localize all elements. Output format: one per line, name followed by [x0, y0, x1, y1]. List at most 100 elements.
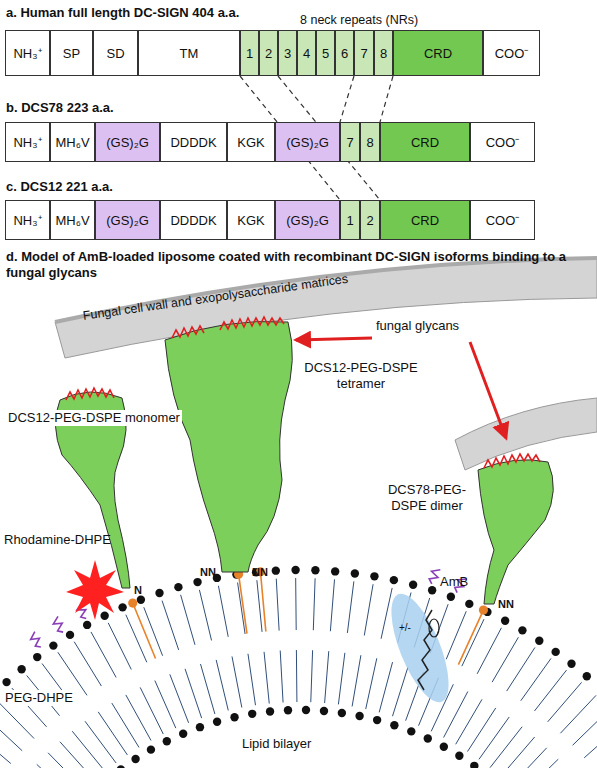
lipid-tail — [366, 658, 377, 709]
lipid-tail — [248, 654, 256, 705]
lipid-head — [455, 752, 463, 760]
sequence-segment: MH₆V — [50, 122, 95, 162]
terminus-label: N — [134, 584, 148, 597]
lipid-head — [174, 583, 182, 591]
amb-molecule — [380, 587, 461, 710]
sequence-segment: DDDDK — [160, 200, 227, 240]
segment-label: COO⁻ — [486, 211, 520, 229]
lipid-tail — [313, 578, 315, 630]
lipid-head — [355, 712, 363, 720]
lipid-head — [351, 569, 359, 577]
lipid-head — [302, 706, 310, 714]
lipid-head — [196, 723, 204, 731]
segment-label: NH₃⁺ — [13, 44, 41, 62]
lipid-tail — [595, 738, 597, 768]
lipid-head — [49, 641, 57, 649]
segment-label: NH₃⁺ — [13, 211, 41, 229]
lipid-head — [390, 721, 398, 729]
lipid-head — [518, 626, 526, 634]
lipid-head — [583, 672, 591, 680]
lipid-tail — [216, 660, 228, 711]
lipid-tail — [58, 652, 87, 695]
lipid-tail — [507, 647, 535, 691]
lipid-tail — [48, 753, 84, 768]
segment-label: DDDDK — [170, 213, 216, 228]
lipid-head — [213, 717, 221, 725]
lipid-head — [551, 648, 559, 656]
sequence-segment: (GS)₂G — [95, 122, 160, 162]
lipid-tail — [296, 650, 298, 702]
lipid-tail — [364, 584, 373, 635]
lipid-head — [272, 566, 280, 574]
sequence-segment: COO⁻ — [470, 200, 535, 240]
lipid-tail — [381, 588, 392, 639]
segment-label: 8 — [380, 46, 387, 61]
dashed-connector — [380, 76, 393, 122]
sequence-segment: SP — [50, 30, 93, 76]
lipid-tail — [468, 708, 496, 752]
sequence-segment: (GS)₂G — [275, 200, 340, 240]
pointer-arrow — [296, 338, 372, 340]
lipid-tail — [170, 674, 189, 722]
segment-label: CRD — [424, 46, 452, 61]
lipid-tail — [392, 667, 408, 717]
segment-label: 8 — [366, 135, 373, 150]
sequence-segment: COO⁻ — [470, 122, 535, 162]
segment-label: SP — [63, 46, 80, 61]
sequence-segment: DDDDK — [160, 122, 227, 162]
sequence-segment: MH₆V — [50, 200, 95, 240]
lipid-label: Rhodamine-DHPE — [4, 532, 124, 548]
lipid-tail — [584, 723, 597, 758]
lipid-tail — [185, 669, 202, 718]
lipid-head — [163, 737, 171, 745]
segment-label: 1 — [346, 213, 353, 228]
segment-label: KGK — [237, 135, 264, 150]
lipid-head — [320, 707, 328, 715]
lipid-head — [147, 745, 155, 753]
lipid-tail — [479, 717, 509, 759]
lipid-tail — [60, 742, 95, 768]
sequence-segment: NH₃⁺ — [5, 122, 50, 162]
lipid-tail — [264, 652, 269, 704]
segment-label: MH₆V — [55, 135, 89, 150]
sequence-segment: 1 — [240, 30, 259, 76]
drug-label: AmB — [440, 574, 480, 590]
charge-label: +/- — [399, 622, 429, 634]
lipid-head — [2, 678, 10, 686]
sequence-segment: TM — [138, 30, 240, 76]
segment-label: (GS)₂G — [106, 213, 149, 228]
lipid-tail — [573, 709, 597, 745]
sequence-segment: 5 — [316, 30, 335, 76]
lipid-tail — [91, 632, 116, 678]
lipid-head — [535, 637, 543, 645]
segment-label: 7 — [360, 46, 367, 61]
sequence-segment: CRD — [380, 200, 470, 240]
segment-label: 4 — [303, 46, 310, 61]
lipid-head — [407, 727, 415, 735]
lipid-head — [331, 567, 339, 575]
peg-chain — [53, 616, 63, 632]
lipid-head — [284, 706, 292, 714]
pointer-arrow — [470, 342, 506, 438]
lipid-head — [465, 600, 473, 608]
dspe-tail — [260, 572, 265, 632]
lipid-head — [470, 762, 478, 768]
sequence-segment: CRD — [393, 30, 483, 76]
segment-label: NH₃⁺ — [13, 133, 41, 151]
sequence-segment: 7 — [354, 30, 374, 76]
lipid-head — [248, 710, 256, 718]
lipid-tail — [462, 619, 484, 666]
lipid-tail — [199, 590, 211, 641]
lipid-tail — [155, 681, 176, 729]
lipid-tail — [379, 662, 392, 712]
fungal-wall — [55, 258, 597, 358]
lipid-tail — [37, 764, 75, 768]
segment-label: 1 — [246, 46, 253, 61]
lipid-head — [117, 765, 125, 768]
segment-label: 6 — [341, 46, 348, 61]
lipid-head — [409, 581, 417, 589]
lipid-head — [424, 734, 432, 742]
sequence-segment: (GS)₂G — [275, 122, 340, 162]
lipid-tail — [72, 731, 105, 768]
